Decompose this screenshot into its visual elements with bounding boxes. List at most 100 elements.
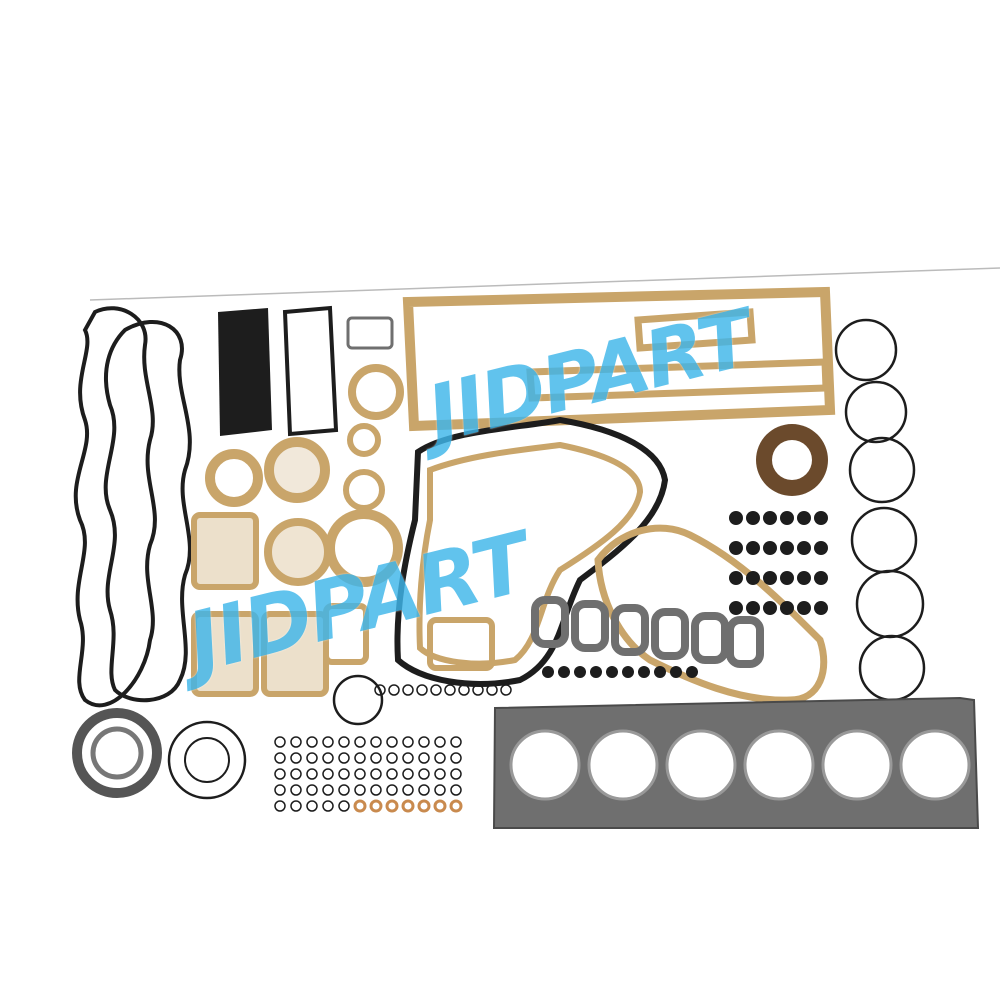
small-o-ring <box>322 768 334 780</box>
small-flange-gasket <box>346 316 394 350</box>
small-rect-gasket <box>323 603 369 665</box>
cylinder-bores <box>509 729 971 801</box>
oil-cooler-gasket-outline <box>282 305 339 437</box>
small-o-ring <box>306 768 318 780</box>
small-o-ring <box>386 768 398 780</box>
valve-stem-seal <box>797 571 811 585</box>
small-o-ring <box>338 736 350 748</box>
rear-main-seal-inner <box>90 726 144 780</box>
small-o-ring <box>274 752 286 764</box>
small-o-ring <box>354 784 366 796</box>
small-o-ring <box>386 784 398 796</box>
small-seal <box>638 666 650 678</box>
small-o-ring <box>433 799 447 813</box>
small-o-ring <box>290 736 302 748</box>
small-fiber-gasket <box>343 469 385 511</box>
oil-cooler-gasket-black <box>218 308 272 436</box>
exhaust-manifold-gaskets <box>531 596 764 668</box>
small-o-ring <box>402 768 414 780</box>
small-o-ring <box>500 684 512 696</box>
small-o-ring <box>338 784 350 796</box>
exhaust-gasket-5 <box>691 612 729 664</box>
timing-cover-gasket <box>394 416 669 687</box>
cylinder-bore <box>899 729 971 801</box>
valve-stem-seal <box>780 541 794 555</box>
small-seal <box>558 666 570 678</box>
small-o-ring <box>458 684 470 696</box>
small-o-ring <box>434 784 446 796</box>
small-o-ring <box>306 800 318 812</box>
large-o-rings <box>834 318 926 702</box>
small-o-ring <box>338 800 350 812</box>
small-o-ring <box>472 684 484 696</box>
small-o-ring <box>385 799 399 813</box>
small-seal <box>590 666 602 678</box>
small-o-ring <box>388 684 400 696</box>
small-o-ring <box>418 736 430 748</box>
small-o-ring <box>322 752 334 764</box>
small-o-ring <box>274 784 286 796</box>
small-o-ring <box>338 768 350 780</box>
small-o-ring <box>322 736 334 748</box>
small-o-ring <box>290 784 302 796</box>
valve-stem-seal <box>780 571 794 585</box>
small-seal <box>606 666 618 678</box>
timing-inner-gasket <box>416 441 644 667</box>
small-o-ring <box>386 752 398 764</box>
valve-stem-seal <box>729 601 743 615</box>
small-o-ring <box>434 768 446 780</box>
small-o-ring <box>418 768 430 780</box>
round-fiber-gasket-1 <box>348 364 404 420</box>
water-pump-gasket <box>427 617 495 671</box>
small-o-ring <box>353 799 367 813</box>
cylinder-bore <box>665 729 737 801</box>
small-o-ring <box>370 736 382 748</box>
valve-stem-seal <box>746 541 760 555</box>
oil-pan-inner-gasket <box>634 308 756 352</box>
small-o-ring <box>402 784 414 796</box>
compressor-gasket-2 <box>191 611 259 697</box>
small-o-ring <box>274 800 286 812</box>
small-o-ring <box>450 736 462 748</box>
small-o-ring <box>418 752 430 764</box>
round-fiber-gasket-5 <box>264 518 332 586</box>
small-seal <box>654 666 666 678</box>
round-fiber-gasket-2 <box>264 437 330 503</box>
small-o-ring <box>450 768 462 780</box>
valve-stem-seal <box>729 571 743 585</box>
rear-main-seal <box>72 708 162 798</box>
small-fiber-gasket-2 <box>347 423 381 457</box>
valve-stem-seal <box>814 601 828 615</box>
flywheel-housing-gasket <box>594 524 828 704</box>
small-o-ring <box>402 736 414 748</box>
filter-o-ring <box>332 674 384 726</box>
valve-stem-seal <box>814 511 828 525</box>
valve-stem-seal <box>763 571 777 585</box>
round-fiber-gasket-3 <box>205 449 263 507</box>
valve-cover-gasket-inner <box>103 319 192 703</box>
cylinder-bore <box>743 729 815 801</box>
small-o-ring <box>450 784 462 796</box>
valve-stem-seal <box>780 601 794 615</box>
valve-stem-seal <box>814 571 828 585</box>
small-o-ring <box>418 784 430 796</box>
small-o-ring <box>401 799 415 813</box>
small-o-ring <box>354 752 366 764</box>
exhaust-gasket-1 <box>531 596 569 648</box>
o-ring-3 <box>848 436 916 504</box>
small-o-ring <box>322 784 334 796</box>
small-o-ring <box>290 768 302 780</box>
exhaust-gasket-4 <box>651 608 689 660</box>
small-seal <box>686 666 698 678</box>
valve-stem-seal <box>746 601 760 615</box>
valve-stem-seal <box>763 601 777 615</box>
compressor-gasket-1 <box>191 512 259 590</box>
thermostat-inner-ring <box>184 737 230 783</box>
compressor-gasket-3 <box>261 611 329 697</box>
o-ring-1 <box>834 318 898 382</box>
small-o-ring <box>369 799 383 813</box>
small-o-ring <box>306 736 318 748</box>
valve-stem-seal <box>797 601 811 615</box>
